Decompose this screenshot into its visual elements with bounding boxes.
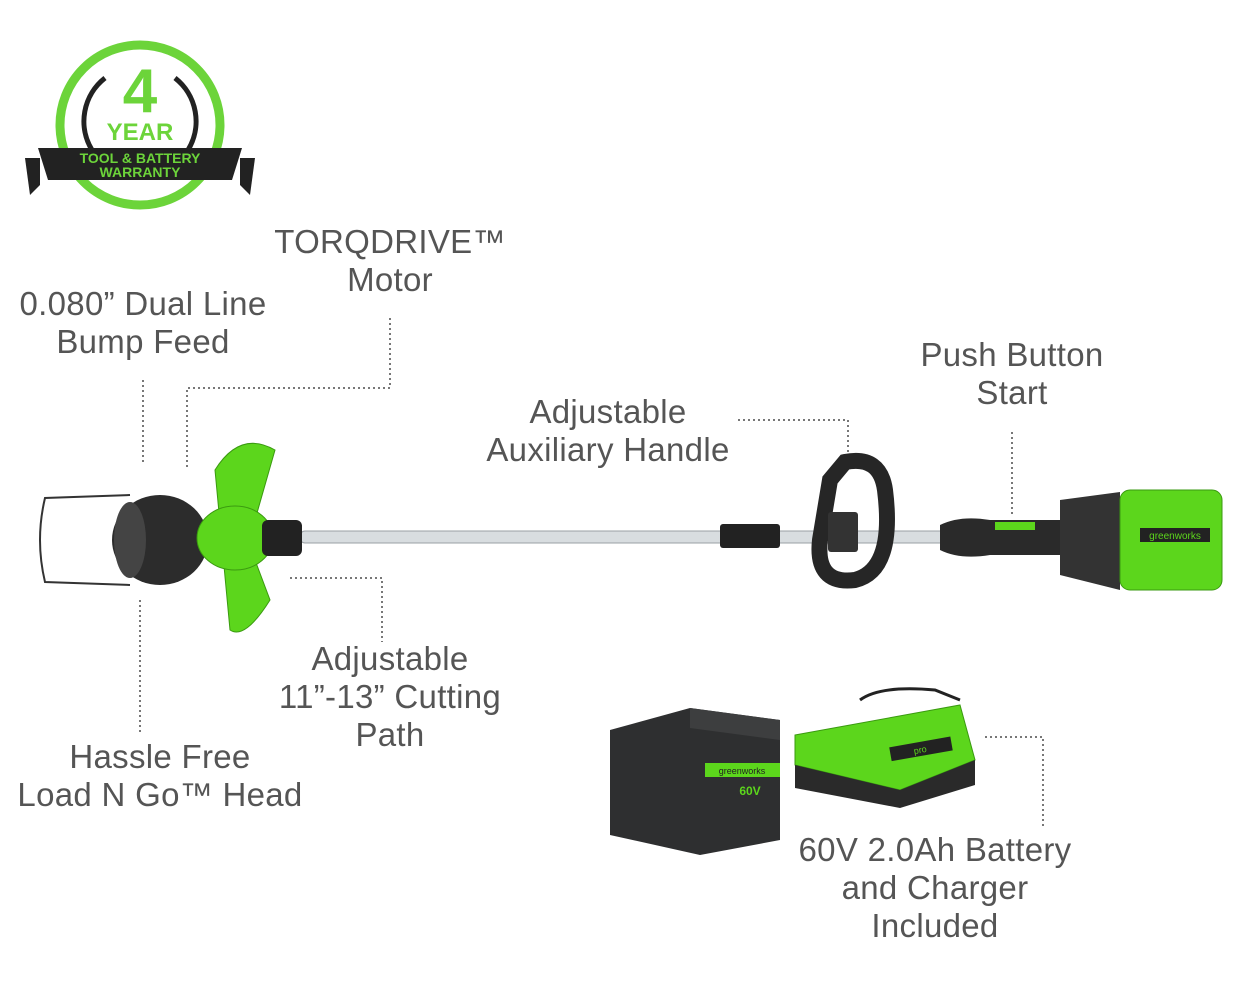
callout-cutting-path-line2: 11”-13” Cutting — [278, 678, 502, 715]
badge-year: YEAR — [107, 119, 174, 146]
badge-line2: WARRANTY — [100, 164, 182, 180]
callout-head-line1: Hassle Free — [69, 738, 251, 775]
callout-battery-line1: 60V 2.0Ah Battery — [798, 831, 1072, 868]
badge-line1: TOOL & BATTERY — [80, 150, 201, 166]
callout-battery-line3: Included — [871, 907, 999, 944]
callout-push-button: Push Button Start — [920, 336, 1103, 412]
battery-brand-label: greenworks — [719, 766, 766, 776]
callout-aux-handle-line1: Adjustable — [529, 393, 687, 430]
callout-head-line2: Load N Go™ Head — [17, 776, 303, 813]
warranty-badge: 4 YEAR TOOL & BATTERY WARRANTY — [25, 40, 255, 210]
callout-push-button-line1: Push Button — [920, 336, 1104, 373]
callout-aux-handle: Adjustable Auxiliary Handle — [486, 393, 729, 469]
callout-bump-feed-line1: 0.080” Dual Line — [19, 285, 267, 322]
callout-head: Hassle Free Load N Go™ Head — [17, 738, 302, 814]
callout-aux-handle-line2: Auxiliary Handle — [486, 431, 730, 468]
charger: pro — [794, 687, 976, 808]
callout-bump-feed: 0.080” Dual Line Bump Feed — [20, 285, 267, 361]
callout-cutting-path-line1: Adjustable — [311, 640, 469, 677]
callout-push-button-line2: Start — [976, 374, 1048, 411]
callout-motor: TORQDRIVE™ Motor — [274, 223, 506, 299]
callout-cutting-path-line3: Path — [355, 716, 425, 753]
charger-brand-label: pro — [913, 744, 928, 756]
string-trimmer: greenworks — [39, 442, 1223, 633]
leader-lines — [139, 318, 1044, 828]
callout-motor-line1: TORQDRIVE™ — [274, 223, 506, 260]
badge-number: 4 — [123, 57, 158, 126]
battery-voltage-label: 60V — [739, 784, 760, 798]
battery: greenworks 60V — [610, 708, 780, 855]
callout-motor-line2: Motor — [347, 261, 433, 298]
callout-battery: 60V 2.0Ah Battery and Charger Included — [799, 831, 1072, 945]
callout-bump-feed-line2: Bump Feed — [56, 323, 230, 360]
callout-battery-line2: and Charger — [841, 869, 1029, 906]
callout-cutting-path: Adjustable 11”-13” Cutting Path — [279, 640, 501, 754]
motor-brand-label: greenworks — [1149, 531, 1201, 542]
